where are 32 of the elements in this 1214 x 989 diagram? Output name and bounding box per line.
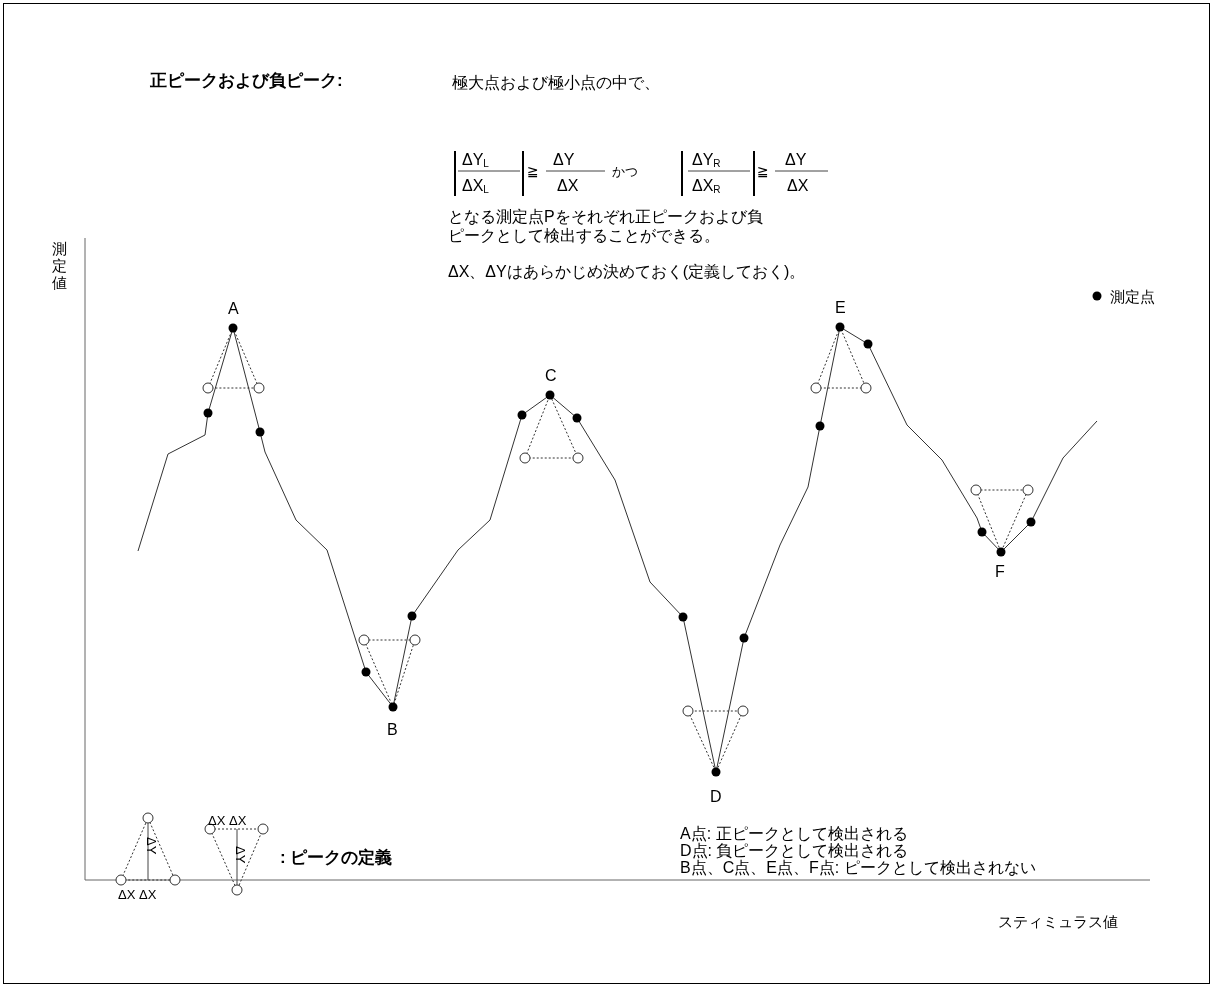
formula-symbol: ≧: [527, 162, 539, 181]
formula-term: ΔY: [553, 150, 575, 169]
formula-term: ΔX: [787, 176, 809, 195]
axis-label: 測定値: [52, 240, 68, 291]
delta-label: ΔY: [232, 846, 249, 864]
formula-symbol: ≧: [757, 162, 769, 181]
legend-label: 測定点: [1110, 287, 1155, 306]
formula-term: ΔY$_{L}$: [462, 150, 489, 171]
formula-term: ΔY: [785, 150, 807, 169]
point-letter: E: [835, 298, 846, 317]
formula-term: ΔY$_{R}$: [692, 150, 721, 171]
delta-label: ΔY: [143, 837, 160, 855]
result-text: A点: 正ピークとして検出される: [680, 824, 908, 843]
result-text: B点、C点、E点、F点: ピークとして検出されない: [680, 858, 1036, 877]
result-text: D点: 負ピークとして検出される: [680, 841, 909, 860]
point-letter: A: [228, 299, 239, 318]
legend-label: : ピークの定義: [280, 848, 393, 867]
note-text: ΔX、ΔYはあらかじめ決めておく(定義しておく)。: [448, 262, 806, 281]
point-letter: F: [995, 562, 1005, 581]
delta-label: ΔX ΔX: [208, 812, 247, 830]
point-letter: C: [545, 366, 557, 385]
formula-text: かつ: [612, 163, 638, 181]
description-text: となる測定点Pをそれぞれ正ピークおよび負ピークとして検出することができる。: [448, 207, 764, 245]
point-letter: D: [710, 787, 722, 806]
heading: 正ピークおよび負ピーク:: [150, 71, 343, 90]
formula-term: ΔX$_{R}$: [692, 176, 721, 197]
axis-label: スティミュラス値: [998, 912, 1118, 931]
delta-label: ΔX ΔX: [118, 886, 157, 904]
point-letter: B: [387, 720, 398, 739]
formula-term: ΔX: [557, 176, 579, 195]
formula-term: ΔX$_{L}$: [462, 176, 489, 197]
description-text: 極大点および極小点の中で、: [452, 73, 660, 92]
